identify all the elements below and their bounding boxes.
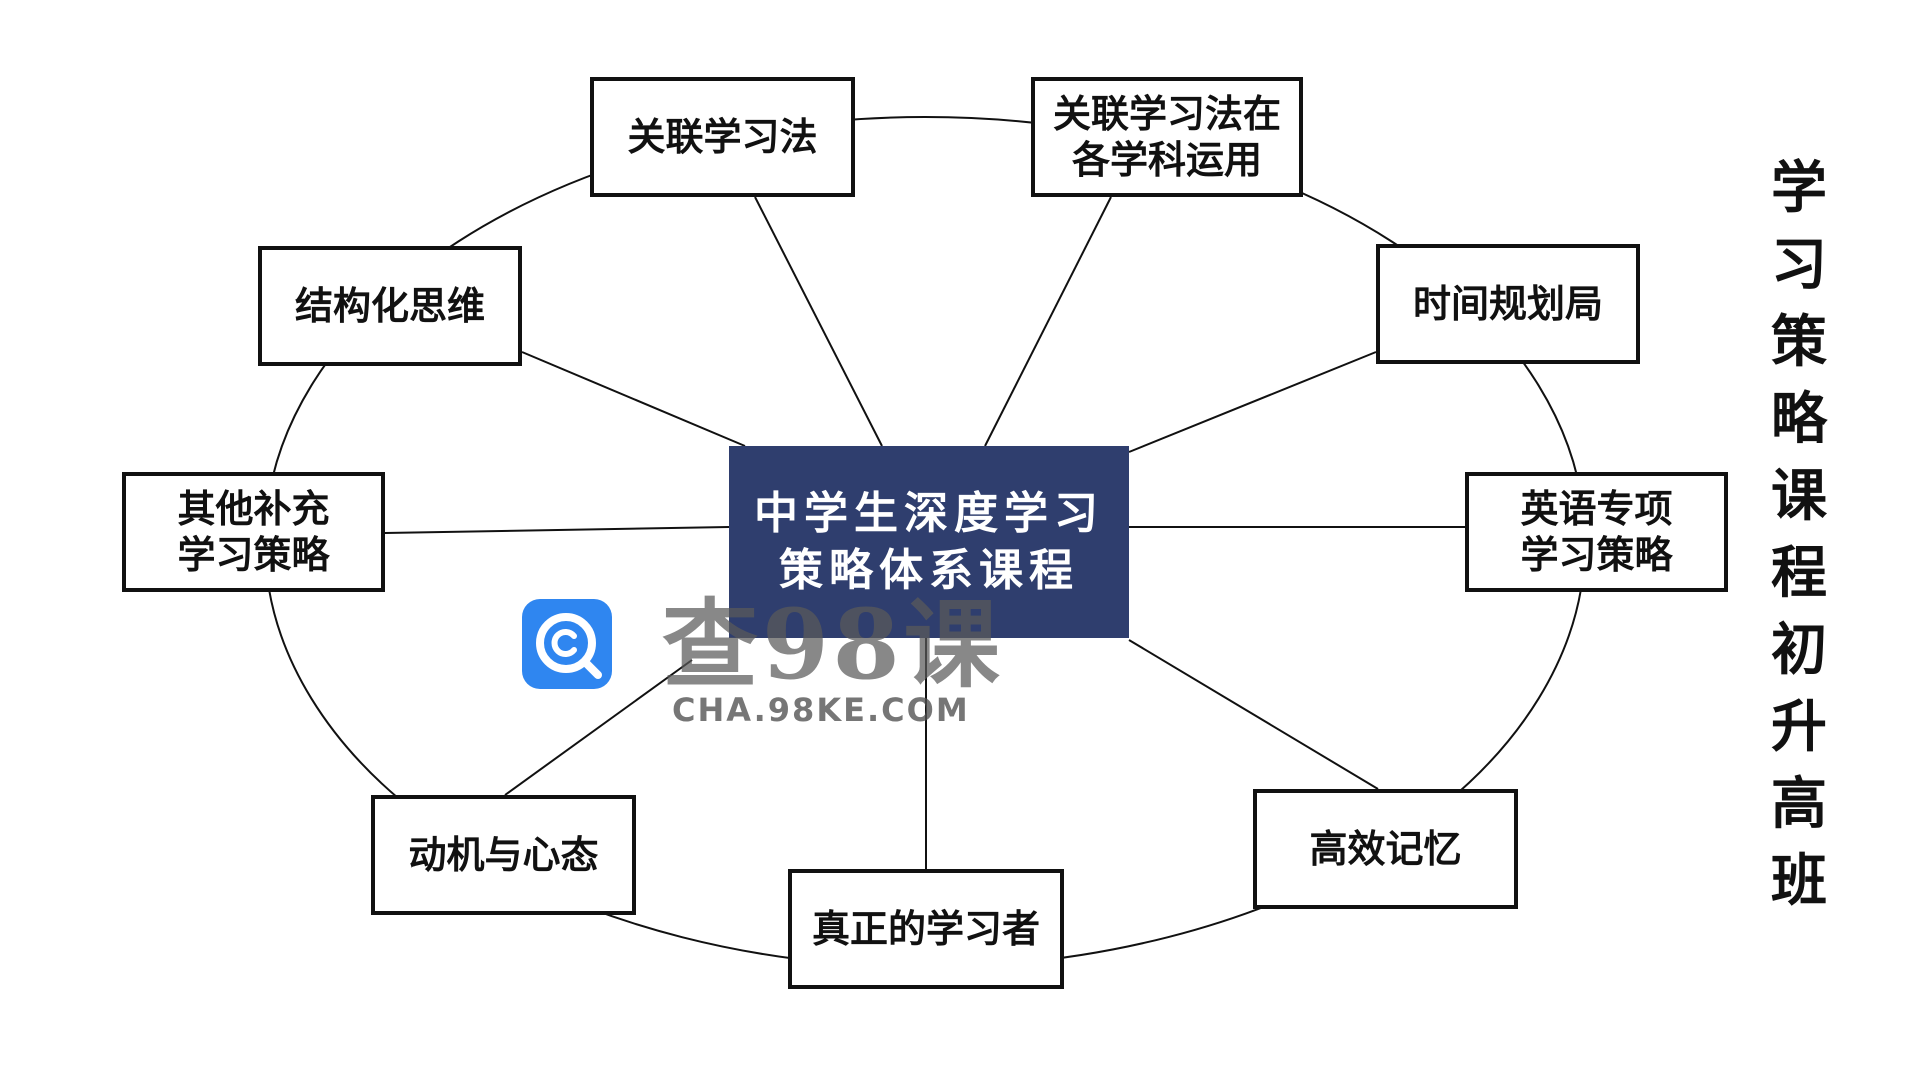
side-title-char: 初 [1771, 617, 1827, 683]
side-title-char: 程 [1771, 540, 1827, 606]
center-topic-box: 中学生深度学习 策略体系课程 [729, 446, 1129, 638]
node-efficient-memory: 高效记忆 [1253, 789, 1518, 909]
magnifier-c-logo-icon [522, 599, 612, 689]
side-title-char: 习 [1771, 232, 1827, 298]
spoke-assoc-subjects [984, 196, 1112, 447]
side-title-char: 学 [1771, 155, 1827, 221]
spoke-memory [1128, 639, 1379, 790]
spoke-assoc [754, 196, 883, 447]
watermark-text: 查98课 [662, 588, 1004, 701]
node-motivation-mindset: 动机与心态 [371, 795, 636, 915]
node-association-learning: 关联学习法 [590, 77, 855, 197]
node-time-planning: 时间规划局 [1376, 244, 1640, 364]
side-title-char: 课 [1771, 463, 1827, 529]
spoke-other [384, 526, 730, 534]
side-title-char: 升 [1771, 694, 1827, 760]
node-association-in-subjects: 关联学习法在 各学科运用 [1031, 77, 1303, 197]
spoke-time [1128, 351, 1377, 453]
node-english-strategies: 英语专项 学习策略 [1465, 472, 1728, 592]
watermark-url: CHA.98KE.COM [672, 691, 970, 729]
side-title-char: 班 [1771, 848, 1827, 914]
side-title-char: 高 [1771, 771, 1827, 837]
watermark: 查98课 CHA.98KE.COM [522, 590, 1000, 730]
spoke-structured [521, 351, 746, 447]
spoke-motivation [504, 659, 693, 796]
side-title-char: 策 [1771, 309, 1827, 375]
node-true-learner: 真正的学习者 [788, 869, 1064, 989]
node-structured-thinking: 结构化思维 [258, 246, 522, 366]
node-other-strategies: 其他补充 学习策略 [122, 472, 385, 592]
side-title-char: 略 [1771, 386, 1827, 452]
side-title-vertical: 学 习 策 略 课 程 初 升 高 班 [1755, 150, 1843, 920]
